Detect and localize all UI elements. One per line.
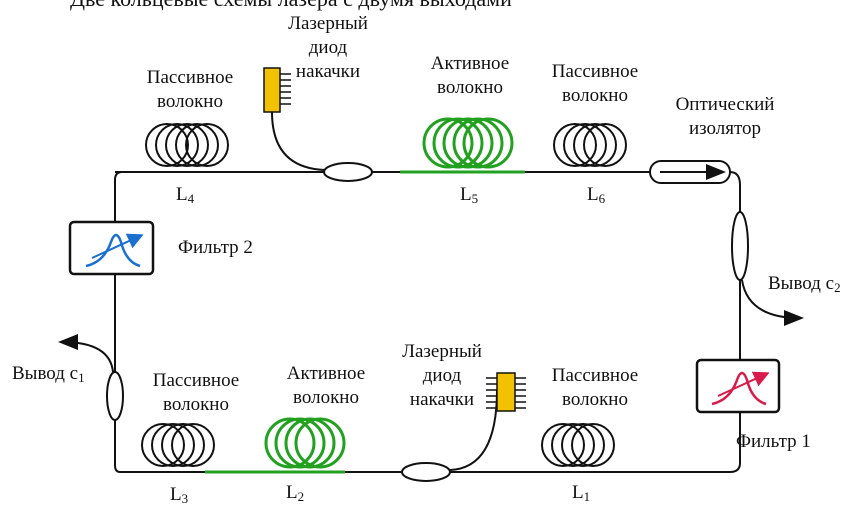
optical-isolator: [649, 160, 731, 184]
output-1-fiber: [58, 334, 114, 373]
coil-L6: [553, 123, 627, 167]
coupler-top: [323, 162, 373, 182]
coil-L4: [145, 123, 229, 167]
coupler-output-1: [106, 371, 124, 421]
coil-L1: [541, 423, 615, 467]
coupler-bottom: [401, 462, 451, 482]
label-filter-2: Фильтр 2: [178, 237, 253, 258]
coupler-output-2: [731, 211, 749, 281]
laser-diode-top: [263, 67, 291, 113]
coil-L3: [141, 423, 215, 467]
coil-label-L3: L3: [170, 484, 189, 506]
coil-label-L6: L6: [587, 184, 606, 206]
coil-L2: [264, 417, 346, 469]
coil-label-L4: L4: [176, 184, 195, 206]
label-output-c2: Вывод с2: [768, 273, 841, 295]
label-output-c1: Вывод с1: [12, 363, 85, 385]
coil-L5: [422, 117, 514, 169]
laser-diode-bottom: [486, 372, 526, 412]
output-2-fiber: [741, 279, 804, 326]
pump-fiber-top: [271, 111, 326, 171]
coil-label-L2: L2: [286, 482, 305, 504]
filter-2: [68, 220, 155, 276]
header-text-cropped: Две кольцевые схемы лазера с двумя выход…: [0, 0, 855, 14]
coil-label-L1: L1: [572, 482, 591, 504]
filter-1: [695, 358, 781, 414]
ring-fiber: [114, 171, 741, 473]
label-filter-1: Фильтр 1: [736, 431, 811, 452]
coil-label-L5: L5: [460, 184, 479, 206]
